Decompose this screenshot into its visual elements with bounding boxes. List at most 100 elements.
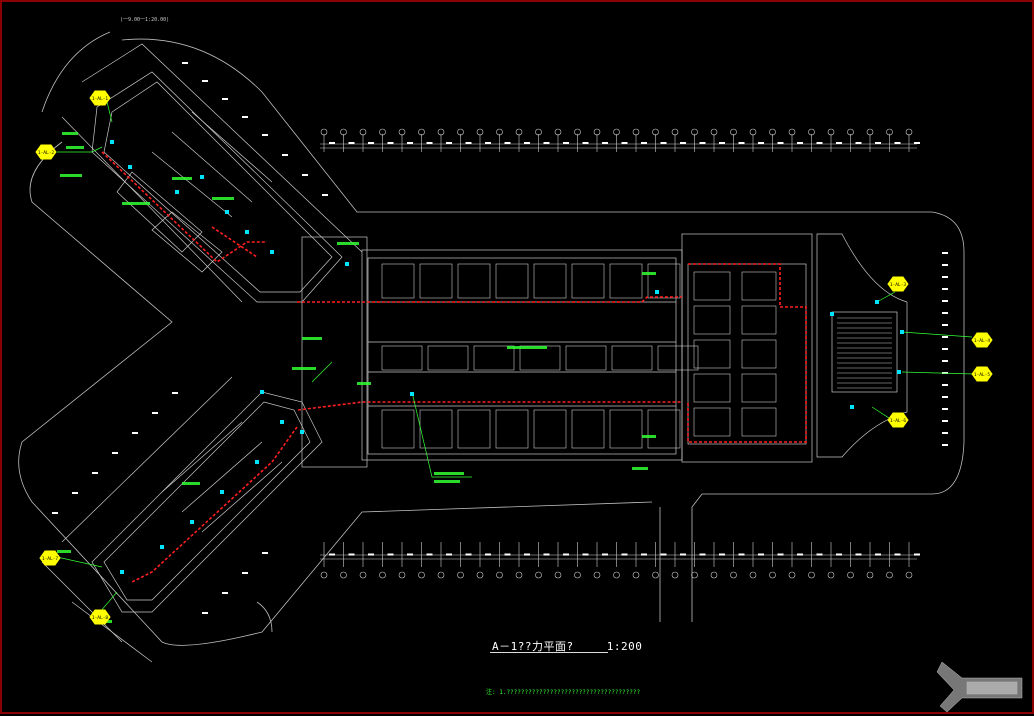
parking-mark — [172, 392, 178, 394]
axis-bubble — [535, 571, 542, 579]
dimension-text — [348, 142, 355, 144]
dimension-text — [738, 553, 745, 556]
panel-callout — [971, 332, 993, 348]
dimension-text — [738, 142, 745, 144]
axis-bubble — [827, 128, 835, 136]
dimension-text — [368, 142, 374, 144]
axis-bubble — [710, 128, 718, 136]
room — [741, 271, 777, 301]
axis-bubble — [320, 571, 328, 579]
panel-callouts: 1-AL-11-AL-21-AL-31-AL-41-AL-51-AL-61-AL… — [35, 90, 993, 625]
room — [381, 409, 415, 449]
panel-callout — [887, 276, 909, 292]
label-text — [57, 550, 71, 553]
label-text — [642, 435, 656, 438]
panel-callout — [89, 609, 111, 625]
axis-bubble — [379, 128, 386, 136]
parking-mark — [262, 134, 268, 136]
dimension-text — [641, 142, 647, 144]
panel-callout-label: 1-AL-6 — [890, 418, 907, 424]
device-marker — [110, 140, 114, 144]
drawing-note: 注: 1.???????????????????????????????????… — [486, 689, 641, 696]
room — [381, 345, 423, 371]
panel-callout — [971, 366, 993, 382]
parking-mark — [282, 154, 288, 156]
room — [457, 263, 491, 299]
panel-callout-label: 1-AL-8 — [92, 615, 109, 621]
dimension-text — [465, 553, 472, 556]
room — [457, 409, 491, 449]
parking-mark — [92, 472, 98, 474]
room — [571, 409, 605, 449]
parking-mark — [942, 252, 948, 254]
dimension-text — [563, 553, 569, 556]
dimension-text — [582, 142, 589, 144]
dimension-text — [660, 142, 667, 144]
parking-mark — [202, 612, 208, 614]
axis-bubble — [476, 571, 484, 579]
axis-bubble — [847, 128, 854, 136]
device-marker — [900, 330, 904, 334]
room — [519, 345, 561, 371]
dimension-text — [875, 553, 881, 556]
electrical-devices — [100, 100, 904, 574]
lower-left-wing — [41, 376, 323, 663]
axis-bubble — [691, 128, 698, 136]
dimension-text — [777, 142, 784, 144]
axis-bubble — [710, 571, 718, 579]
parking-mark — [182, 62, 188, 64]
parking-mark — [942, 324, 948, 326]
parking-mark — [302, 174, 308, 176]
green-labels — [57, 132, 656, 623]
parking-mark — [942, 408, 948, 410]
auditorium-seating — [837, 317, 892, 389]
panel-callout-label: 1-AL-5 — [974, 372, 991, 378]
device-marker — [225, 210, 229, 214]
axis-bubble — [749, 128, 757, 136]
dimension-text — [797, 553, 803, 556]
axis-bubble — [632, 571, 640, 579]
label-text — [434, 480, 460, 483]
parking-mark — [242, 116, 248, 118]
device-marker — [270, 250, 274, 254]
dimension-text — [543, 142, 550, 144]
axis-bubble — [827, 571, 835, 579]
dimension-text — [387, 142, 394, 144]
parking-mark — [112, 452, 118, 454]
axis-bubble — [379, 571, 386, 579]
device-marker — [200, 175, 204, 179]
dimension-text — [485, 142, 491, 144]
dimension-text — [836, 553, 842, 556]
axis-bubble — [730, 571, 737, 579]
dimension-text — [777, 553, 784, 556]
top-grid-axis — [320, 143, 917, 149]
dimension-text — [641, 553, 647, 556]
panel-callout-label: 1-AL-7 — [42, 556, 59, 562]
axis-bubble — [671, 128, 679, 136]
dimension-text — [855, 553, 862, 556]
parking-mark — [222, 592, 228, 594]
dimension-text — [660, 553, 667, 556]
device-marker — [850, 405, 854, 409]
axis-bubble — [886, 571, 893, 579]
parking-mark — [152, 412, 158, 414]
panel-callout — [35, 144, 57, 160]
dimension-text — [465, 142, 472, 144]
room — [533, 263, 567, 299]
parking-mark — [942, 276, 948, 278]
axis-bubble — [613, 571, 620, 579]
axis-bubble — [691, 571, 698, 579]
axis-bubble — [320, 128, 328, 136]
room — [693, 373, 731, 403]
axis-bubble — [905, 571, 913, 579]
axis-bubble — [554, 128, 562, 136]
parking-mark — [942, 264, 948, 266]
dimension-text — [485, 553, 491, 556]
room — [693, 339, 731, 369]
room — [693, 407, 731, 437]
device-marker — [175, 190, 179, 194]
room — [741, 339, 777, 369]
label-text — [632, 467, 648, 470]
